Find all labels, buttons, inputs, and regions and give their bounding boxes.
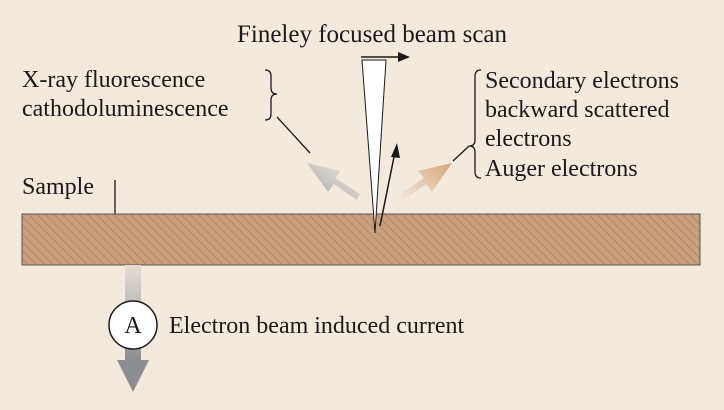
ammeter-circle	[108, 300, 158, 350]
label-electrons: electrons	[485, 126, 572, 152]
sample-label: Sample	[22, 174, 94, 200]
left-brace	[264, 69, 278, 121]
right-brace	[468, 69, 482, 179]
backscatter-arrow	[379, 143, 400, 227]
ammeter-symbol: A	[124, 313, 142, 339]
label-auger-electrons: Auger electrons	[485, 156, 638, 182]
diagram-title: Fineley focused beam scan	[237, 21, 508, 48]
current-down-arrow	[117, 360, 149, 392]
label-backward-scattered: backward scattered	[485, 97, 670, 123]
label-cathodoluminescence: cathodoluminescence	[22, 96, 229, 122]
scan-direction-arrow	[361, 52, 410, 62]
label-secondary-electrons: Secondary electrons	[485, 68, 679, 94]
ebic-label: Electron beam induced current	[169, 313, 465, 339]
left-emission-arrow	[307, 163, 360, 200]
label-xray-fluorescence: X-ray fluorescence	[22, 67, 205, 93]
left-leader-line	[276, 116, 311, 154]
right-leader-line	[452, 145, 470, 162]
right-emission-arrow	[399, 163, 452, 201]
sample-slab	[21, 213, 701, 266]
focused-beam	[361, 59, 387, 234]
